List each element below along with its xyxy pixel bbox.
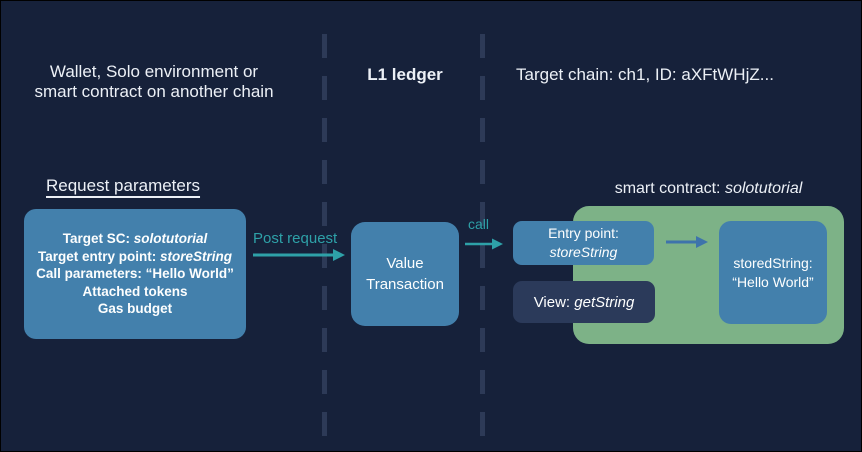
view-box: View: getString [513, 281, 655, 323]
request-line-text: Target entry point: [37, 248, 160, 264]
request-line-attached-tokens: Attached tokens [82, 283, 187, 301]
request-line-call-parameters: Call parameters: “Hello World” [36, 265, 234, 283]
smart-contract-title: smart contract: solotutorial [573, 180, 844, 198]
request-parameters-box: Target SC: solotutorial Target entry poi… [24, 209, 246, 339]
target-lane-title: Target chain: ch1, ID: aXFtWHjZ... [516, 65, 774, 84]
request-line-text: Call parameters: “Hello World” [36, 266, 234, 282]
post-request-label: Post request [253, 230, 338, 247]
request-line-entry-point: Target entry point: storeString [38, 248, 232, 266]
request-line-target-sc: Target SC: solotutorial [63, 230, 208, 248]
smart-contract-title-text: smart contract: [614, 180, 725, 197]
request-line-text: Attached tokens [82, 283, 188, 299]
view-box-text: View: [533, 293, 575, 311]
request-parameters-heading: Request parameters [46, 176, 201, 195]
call-label: call [468, 216, 490, 232]
request-line-gas-budget: Gas budget [98, 300, 172, 318]
value-transaction-box: Value Transaction [351, 222, 459, 326]
request-line-italic: storeString [160, 248, 233, 264]
source-lane-title-line2: smart contract on another chain [34, 82, 274, 101]
stored-string-line1: storedString: [733, 254, 813, 271]
lane-divider-right [480, 34, 485, 451]
store-arrow-icon [666, 235, 708, 249]
lane-divider-left [322, 34, 327, 451]
source-lane-title: Wallet, Solo environment or smart contra… [9, 62, 299, 102]
entry-point-line2: storeString [549, 244, 618, 260]
ledger-lane-title: L1 ledger [367, 65, 443, 84]
request-line-text: Target SC: [62, 231, 134, 247]
value-transaction-line2: Transaction [366, 276, 444, 293]
stored-string-box: storedString: “Hello World” [719, 221, 827, 324]
entry-point-line1: Entry point: [548, 225, 619, 241]
view-box-italic: getString [574, 293, 635, 311]
view-box-line: View: getString [534, 294, 635, 311]
request-line-italic: solotutorial [133, 231, 208, 247]
entry-point-box: Entry point: storeString [513, 221, 654, 265]
stored-string-line2: “Hello World” [732, 273, 814, 290]
source-lane-title-line1: Wallet, Solo environment or [49, 62, 259, 81]
smart-contract-title-italic: solotutorial [724, 180, 803, 197]
request-line-text: Gas budget [97, 301, 173, 317]
call-arrow-icon [465, 237, 503, 251]
value-transaction-line1: Value [386, 255, 424, 272]
post-request-arrow-icon [253, 248, 345, 262]
